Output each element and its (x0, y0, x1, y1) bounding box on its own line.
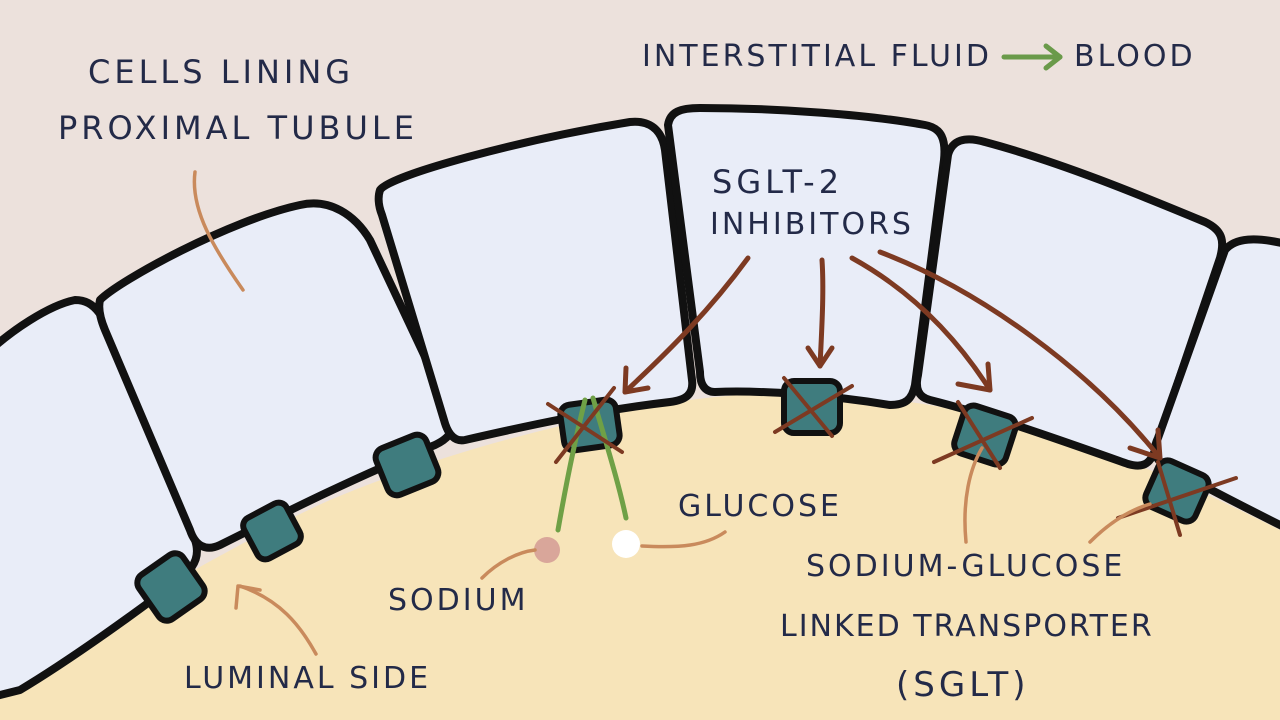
inhibitor-arrow (622, 255, 751, 395)
sodium-path (555, 397, 588, 533)
lumen (0, 393, 1280, 720)
cross-icon (932, 400, 1034, 470)
sglt2-label-line2: INHIBITORS (710, 207, 914, 242)
sodium-ion (534, 537, 560, 563)
transporter-label-line2: LINKED TRANSPORTER (780, 609, 1154, 644)
glucose-molecule (612, 530, 640, 558)
transporter-pointer (963, 446, 984, 544)
arrow-head-icon (805, 345, 835, 369)
arrow-right-icon (1043, 43, 1063, 71)
luminal-pointer (238, 584, 318, 656)
arrow-head-icon (622, 365, 651, 395)
transporters (134, 378, 1212, 624)
sodium-label: SODIUM (388, 583, 529, 618)
inhibition-crosses (546, 376, 1238, 537)
cells-label-line2: PROXIMAL TUBULE (58, 109, 418, 147)
inhibitor-arrow (877, 249, 1163, 461)
inhibitor-arrows (622, 249, 1163, 461)
luminal-side-label: LUMINAL SIDE (184, 661, 432, 696)
sglt-transporter (372, 431, 442, 499)
arrow-head-icon (955, 361, 993, 393)
cross-icon (1116, 460, 1238, 537)
flow-arrow (1001, 43, 1063, 71)
arrow-head-icon (234, 584, 262, 610)
inhibitor-arrow (817, 257, 826, 369)
inhibitor-arrow (849, 255, 993, 393)
glucose-label: GLUCOSE (678, 489, 842, 524)
cross-icon (773, 376, 854, 438)
cell-3 (374, 117, 697, 445)
cross-icon (546, 386, 624, 464)
blood-label: BLOOD (1074, 39, 1196, 74)
sglt2-label-line1: SGLT-2 (712, 163, 844, 201)
transporter-label-line1: SODIUM-GLUCOSE (806, 549, 1126, 584)
cell-2 (95, 199, 458, 552)
sglt-transporter (134, 550, 208, 624)
sglt-transporter (240, 499, 304, 563)
transporter-label-line3: (SGLT) (896, 665, 1030, 705)
cells-pointer (192, 170, 245, 292)
cells-label-line1: CELLS LINING (88, 53, 355, 91)
cells (0, 104, 1280, 700)
sodium-pointer (480, 548, 537, 580)
interstitial-fluid-label: INTERSTITIAL FLUID (642, 39, 992, 74)
glucose-pointer (640, 530, 727, 549)
arrow-head-icon (1127, 427, 1163, 461)
transporter-pointer (1088, 502, 1152, 544)
cell-4 (664, 104, 949, 409)
pointers (192, 170, 1152, 656)
